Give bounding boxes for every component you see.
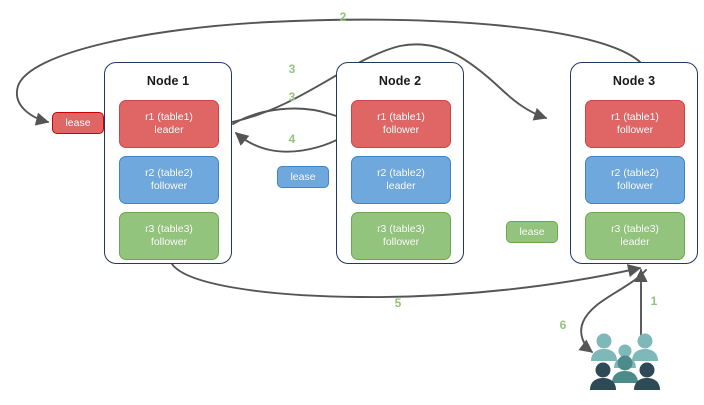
step-label-1: 1 bbox=[650, 294, 658, 308]
replica-role: leader bbox=[620, 236, 650, 248]
step-label-3-lower: 3 bbox=[288, 90, 296, 104]
replica-name: r2 (table2) bbox=[611, 166, 659, 179]
replica-node3-r1[interactable]: r1 (table1) follower bbox=[585, 100, 685, 148]
replica-node3-r2[interactable]: r2 (table2) follower bbox=[585, 156, 685, 204]
replica-node1-r2[interactable]: r2 (table2) follower bbox=[119, 156, 219, 204]
node-box-node1[interactable]: Node 1 r1 (table1) leader r2 (table2) fo… bbox=[104, 62, 232, 264]
replica-name: r3 (table3) bbox=[145, 222, 193, 235]
replica-role: follower bbox=[150, 180, 188, 192]
lease-badge-r3[interactable]: lease bbox=[506, 221, 558, 243]
lease-badge-r2[interactable]: lease bbox=[277, 166, 329, 188]
replica-role: leader bbox=[386, 180, 416, 192]
replica-node2-r1[interactable]: r1 (table1) follower bbox=[351, 100, 451, 148]
replica-name: r1 (table1) bbox=[377, 110, 425, 123]
replica-role: leader bbox=[154, 124, 184, 136]
node-title: Node 1 bbox=[146, 74, 190, 88]
step-label-5: 5 bbox=[394, 296, 402, 310]
replica-name: r3 (table3) bbox=[611, 222, 659, 235]
replica-role: follower bbox=[150, 236, 188, 248]
replica-node1-r1[interactable]: r1 (table1) leader bbox=[119, 100, 219, 148]
step-label-2: 2 bbox=[339, 10, 347, 24]
people-group-icon bbox=[590, 333, 660, 390]
replica-node2-r2[interactable]: r2 (table2) leader bbox=[351, 156, 451, 204]
replica-node3-r3[interactable]: r3 (table3) leader bbox=[585, 212, 685, 260]
node-title: Node 2 bbox=[378, 74, 422, 88]
replica-role: follower bbox=[616, 180, 654, 192]
edge-step-5 bbox=[171, 263, 642, 298]
replica-role: follower bbox=[616, 124, 654, 136]
replica-role: follower bbox=[382, 236, 420, 248]
replica-name: r3 (table3) bbox=[377, 222, 425, 235]
replica-node2-r3[interactable]: r3 (table3) follower bbox=[351, 212, 451, 260]
replica-name: r2 (table2) bbox=[377, 166, 425, 179]
replica-role: follower bbox=[382, 124, 420, 136]
step-label-6: 6 bbox=[559, 318, 567, 332]
replica-name: r1 (table1) bbox=[611, 110, 659, 123]
lease-badge-r1[interactable]: lease bbox=[52, 112, 104, 134]
node-title: Node 3 bbox=[612, 74, 656, 88]
node-box-node3[interactable]: Node 3 r1 (table1) follower r2 (table2) … bbox=[570, 62, 698, 264]
replica-name: r1 (table1) bbox=[145, 110, 193, 123]
step-label-4: 4 bbox=[288, 132, 296, 146]
replica-node1-r3[interactable]: r3 (table3) follower bbox=[119, 212, 219, 260]
node-box-node2[interactable]: Node 2 r1 (table1) follower r2 (table2) … bbox=[336, 62, 464, 264]
replica-name: r2 (table2) bbox=[145, 166, 193, 179]
step-label-3-upper: 3 bbox=[288, 62, 296, 76]
